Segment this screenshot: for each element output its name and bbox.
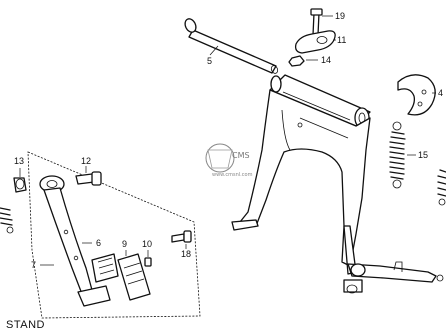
partial-spring-part (436, 169, 446, 282)
callout-11: 11 (337, 35, 346, 45)
callout-15: 15 (418, 150, 428, 160)
callout-4: 4 (438, 88, 443, 98)
switch-part (117, 253, 151, 301)
spacer-part (13, 177, 27, 193)
callout-18: 18 (181, 249, 191, 259)
callout-6: 6 (96, 238, 101, 248)
watermark-logo: CMS www.cmsnl.com (205, 143, 253, 178)
watermark-url: www.cmsnl.com (212, 172, 253, 178)
stopper-rubber-part (397, 74, 436, 116)
pivot-shaft-part (184, 18, 279, 74)
side-stand-part (39, 175, 111, 307)
pivot-bolt-part (75, 171, 102, 186)
bolt-part (310, 8, 323, 36)
side-spring-part (0, 207, 14, 234)
callout-5: 5 (207, 56, 212, 66)
mounting-bolt-part (171, 230, 192, 243)
callout-10: 10 (142, 239, 152, 249)
callout-12: 12 (81, 156, 91, 166)
callout-9: 9 (122, 239, 127, 249)
callout-19: 19 (335, 11, 345, 21)
nut-part (288, 55, 305, 67)
main-stand-part (231, 74, 437, 294)
callout-14: 14 (321, 55, 331, 65)
callout-7: 7 (31, 260, 36, 270)
stand-bracket-part (91, 253, 119, 283)
callout-13: 13 (14, 156, 24, 166)
screw-part (144, 257, 152, 267)
diagram-title: STAND (6, 319, 45, 331)
return-spring-part (389, 121, 406, 189)
watermark-text: CMS (232, 151, 250, 160)
bracket-part (294, 30, 336, 54)
